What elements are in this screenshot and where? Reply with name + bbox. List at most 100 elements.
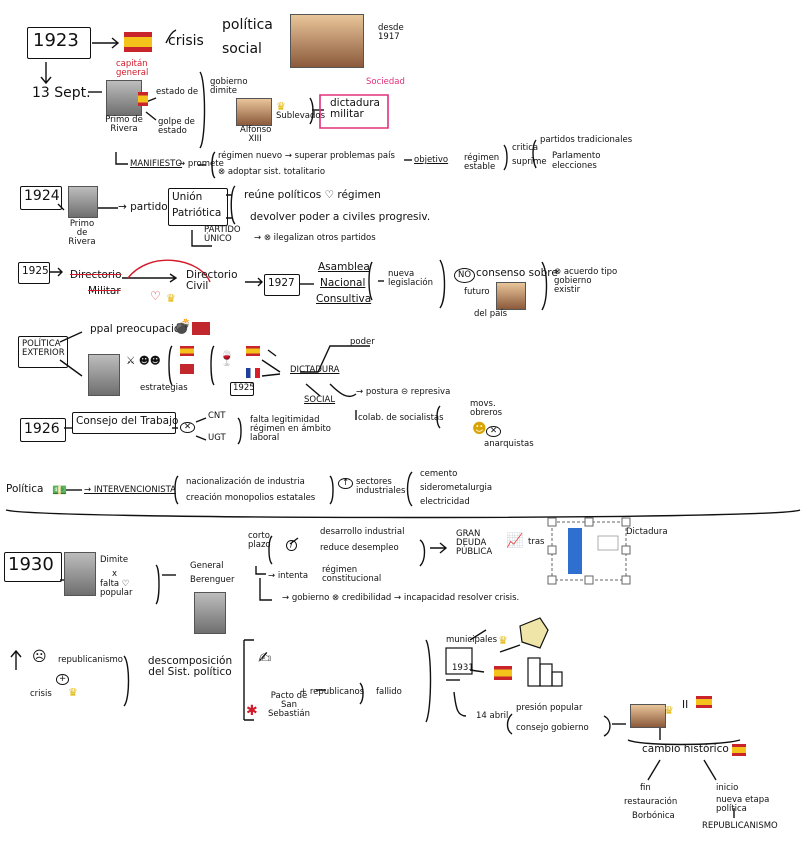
republicanos-label: + republicanos bbox=[300, 688, 364, 697]
reduce-label: reduce desempleo bbox=[320, 544, 399, 553]
borbonica-label: Borbónica bbox=[632, 812, 675, 821]
tras-label: tras bbox=[528, 538, 544, 547]
france-flag-icon bbox=[246, 368, 260, 378]
del-pais-label: del país bbox=[474, 310, 507, 319]
year-1927: 1927 bbox=[268, 278, 295, 289]
fin-label: fin bbox=[640, 784, 651, 793]
gobierno-credibilidad-label: → gobierno ⊗ credibilidad → incapacidad … bbox=[282, 594, 519, 603]
union-label: Unión bbox=[172, 192, 202, 203]
year-1923: 1923 bbox=[33, 32, 79, 51]
futuro-label: futuro bbox=[464, 288, 490, 297]
directorio-civil-label: Directorio Civil bbox=[186, 270, 242, 292]
primo-rivera-label-2: Primo de Rivera bbox=[64, 220, 100, 247]
cemento-label: cemento bbox=[420, 470, 457, 479]
year-1931: 1931 bbox=[452, 664, 474, 673]
partido-label: → partido bbox=[118, 202, 168, 213]
year-1924: 1924 bbox=[24, 189, 60, 204]
primo-rivera-photo-3 bbox=[88, 354, 120, 396]
spain-flag-icon-5 bbox=[696, 696, 712, 708]
nueva-etapa-label: nueva etapa política bbox=[716, 796, 786, 814]
regimen-nuevo-label: régimen nuevo → superar problemas país bbox=[218, 152, 395, 161]
nueva-legislacion-label: nueva legislación bbox=[388, 270, 434, 288]
not-icon: ✕ bbox=[180, 422, 195, 433]
movs-obreros-label: movs. obreros bbox=[470, 400, 510, 418]
crown-icon-3: ♛ bbox=[68, 686, 78, 699]
presion-label: presión popular bbox=[516, 704, 582, 713]
primo-rivera-photo-2 bbox=[68, 186, 98, 218]
suprime-label: suprime bbox=[512, 158, 547, 167]
painting-image bbox=[496, 282, 526, 310]
crown-icon-2: ♛ bbox=[166, 292, 176, 305]
money-icon: 💵 bbox=[52, 484, 67, 497]
ilegalizan-label: → ⊗ ilegalizan otros partidos bbox=[254, 234, 376, 243]
year-1926: 1926 bbox=[24, 422, 60, 437]
descomposicion-label: descomposición del Sist. político bbox=[140, 656, 240, 678]
x-label: x bbox=[112, 570, 117, 579]
partidos-trad-label: partidos tradicionales bbox=[540, 136, 632, 145]
no-label: NO bbox=[454, 268, 475, 283]
goblet-icon: 🍷 bbox=[218, 352, 235, 367]
adoptar-label: ⊗ adoptar sist. totalitario bbox=[218, 168, 325, 177]
nacionalizacion-label: nacionalización de industria bbox=[186, 478, 305, 487]
republicanismo-label: republicanismo bbox=[58, 656, 123, 665]
face-icon: ☹ bbox=[32, 650, 47, 665]
bomb-icon: 💣 bbox=[174, 320, 191, 335]
devolver-label: devolver poder a civiles progresiv. bbox=[250, 212, 430, 223]
spain-flag-icon-2 bbox=[180, 346, 194, 356]
primo-rivera-photo bbox=[106, 80, 142, 116]
gobierno-dimite-label: gobierno dimite bbox=[210, 78, 250, 96]
consultiva-label: Consultiva bbox=[316, 294, 371, 305]
consejo-gobierno-label: consejo gobierno bbox=[516, 724, 589, 733]
crab-icon: ✱ bbox=[246, 704, 258, 719]
spain-flag-icon bbox=[124, 32, 152, 52]
parlamento-label: Parlamento bbox=[552, 152, 600, 161]
alfonso-photo-2 bbox=[630, 704, 666, 728]
stick-figures-icon: ⚔ ☻☻ bbox=[126, 356, 161, 367]
sectores-label: sectores industriales bbox=[356, 478, 408, 496]
crisis-label: crisis bbox=[168, 34, 204, 49]
social-label-2: SOCIAL bbox=[304, 396, 335, 405]
catalan-flag-icon bbox=[138, 92, 148, 106]
plus-icon: + bbox=[56, 674, 69, 685]
dimite-label: Dimite bbox=[100, 556, 128, 565]
restauracion-label: restauración bbox=[624, 798, 677, 807]
falta-legitimidad-label: falta legitimidad régimen en ámbito labo… bbox=[250, 416, 336, 443]
manifiesto-label: MANIFIESTO bbox=[130, 160, 182, 169]
militar-label: Militar bbox=[88, 286, 121, 297]
fallido-label: fallido bbox=[376, 688, 402, 697]
capitan-general-label: capitán general bbox=[116, 60, 166, 78]
acuerdo-label: ⊗ acuerdo tipo gobierno existir bbox=[554, 268, 620, 295]
sociedad-label: Sociedad bbox=[366, 78, 405, 87]
sept-13-label: 13 Sept. bbox=[32, 86, 91, 101]
nacional-label: Nacional bbox=[320, 278, 365, 289]
poder-label: poder bbox=[350, 338, 375, 347]
partido-unico-label: PARTIDO ÚNICO bbox=[204, 226, 248, 244]
golpe-estado-label: golpe de estado bbox=[158, 118, 202, 136]
reune-label: reúne políticos ♡ régimen bbox=[244, 190, 381, 201]
year-1925b: 1925 bbox=[233, 384, 255, 393]
consejo-trabajo-label: Consejo del Trabajo bbox=[76, 416, 178, 427]
asamblea-label: Asamblea bbox=[318, 262, 370, 273]
promete-label: → promete bbox=[178, 160, 224, 169]
berenguer-label: Berenguer bbox=[190, 576, 235, 585]
primo-rivera-label: Primo de Rivera bbox=[104, 116, 144, 134]
politica-eco-label: Política bbox=[6, 484, 43, 495]
critica-label: critica bbox=[512, 144, 538, 153]
objetivo-label: objetivo bbox=[414, 156, 448, 165]
ppal-preocupacion-label: ppal preocupación bbox=[90, 324, 187, 335]
falta-apoyo-label: falta ♡ popular bbox=[100, 580, 146, 598]
elecciones-label: elecciones bbox=[552, 162, 597, 171]
handshake-icon: ✍ bbox=[258, 650, 271, 667]
municipales-label: municipales bbox=[446, 636, 497, 645]
crisis-label-2: crisis bbox=[30, 690, 52, 699]
ii-label: II bbox=[682, 700, 688, 711]
general-label: General bbox=[190, 562, 224, 571]
desde-1917-label: desde 1917 bbox=[378, 24, 418, 42]
consenso-label: consenso sobre bbox=[476, 268, 558, 279]
siderometalurgia-label: siderometalurgia bbox=[420, 484, 492, 493]
year-1925: 1925 bbox=[22, 266, 49, 277]
creacion-label: creación monopolios estatales bbox=[186, 494, 315, 503]
spain-flag-icon-4 bbox=[494, 666, 512, 680]
morocco-flag-icon bbox=[192, 322, 210, 335]
abril-label: 14 abril bbox=[476, 712, 508, 721]
